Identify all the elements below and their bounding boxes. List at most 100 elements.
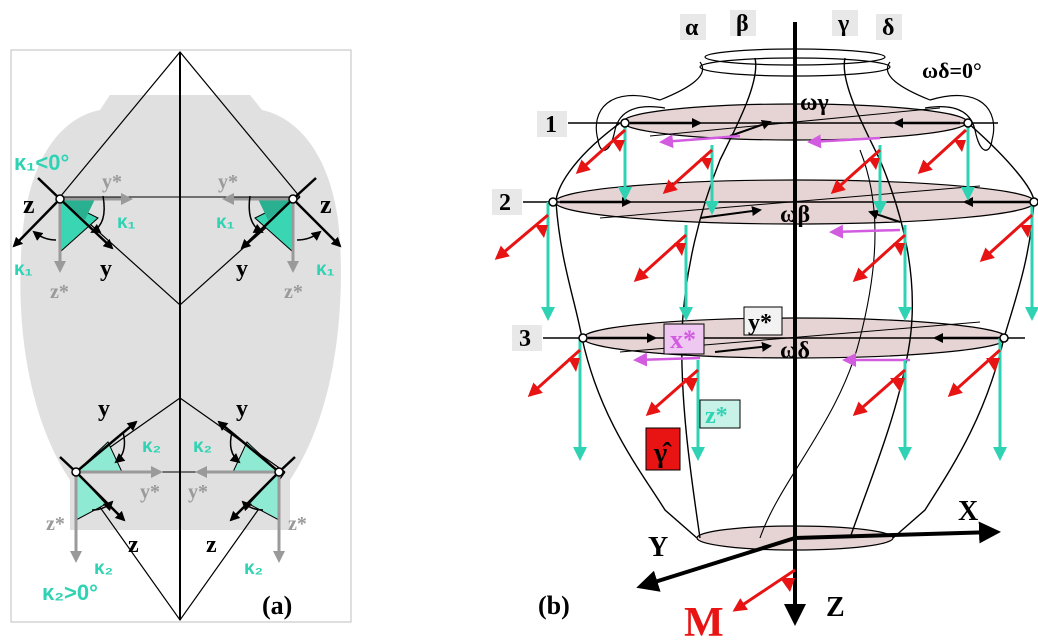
y-axis-bl (75, 420, 138, 473)
kappa2-label-br-outer: κ₂ (244, 558, 263, 579)
red-arrow-5 (494, 213, 549, 260)
z-axis-tl (12, 198, 61, 248)
red-arrow-11 (852, 368, 906, 416)
point-M-label: M (684, 600, 724, 640)
y-label-tr: y (236, 256, 248, 282)
z-label-tr: z (320, 190, 332, 219)
zstar-label-br: z* (288, 513, 307, 535)
red-arrow-6 (633, 233, 688, 283)
red-arrow-3 (830, 148, 881, 194)
xstar-label: x* (670, 325, 696, 354)
red-arrow-4 (917, 128, 968, 175)
z-axis-tl-back (37, 177, 61, 200)
kappa2-label-bl-outer: κ₂ (94, 558, 113, 579)
red-wedge-2 (700, 158, 712, 170)
red-wedge-8 (1020, 225, 1032, 238)
red-wedge-M (780, 578, 795, 592)
z-label-bl: z (128, 532, 139, 558)
omega-delta-label: ωδ (780, 338, 810, 364)
kappa1-label-tr-outer: κ₁ (316, 259, 335, 280)
x-axis-b (794, 521, 1001, 544)
kappa1-arc-tr (248, 195, 264, 233)
red-arrow-7 (852, 233, 907, 283)
red-wedge-12 (986, 358, 1000, 372)
mag-arrow-2a (829, 224, 901, 239)
ystar-label-tr: y* (218, 171, 238, 193)
zstar-label-tr: z* (284, 281, 303, 303)
red-wedge-4 (954, 140, 966, 152)
mag-arrow-3a (633, 352, 701, 367)
profile-alpha (555, 122, 698, 539)
handle-right (924, 94, 995, 151)
z-axis-bl (75, 471, 126, 522)
z-label-br: z (206, 532, 217, 558)
kappa1-wedge-tr-2 (258, 199, 293, 220)
origin-tl (55, 194, 65, 204)
profile-beta (681, 57, 757, 539)
gamma-hat-box (645, 427, 681, 471)
red-wedge-5 (535, 225, 548, 238)
point-3-left (578, 333, 588, 343)
kappa2-label-bl-inner: κ₂ (142, 436, 161, 457)
caption-a: (a) (262, 591, 292, 620)
section-label-2: 2 (499, 190, 511, 216)
red-wedge-11 (890, 378, 905, 392)
kappa1-label-tl-outer: κ₁ (14, 259, 33, 280)
axis-Z-label: Z (826, 592, 845, 623)
frame-top-right (222, 177, 342, 273)
red-arrow-1 (575, 128, 626, 174)
black-arrow-1c (729, 119, 772, 137)
section-label-1: 1 (545, 112, 557, 138)
point-2-right (1029, 197, 1038, 207)
axis-X-label: X (958, 496, 978, 527)
red-arrow-M (732, 568, 796, 612)
profile-box-beta (730, 10, 756, 36)
ystar-label: y* (748, 310, 772, 336)
ystar-label-tl: y* (102, 171, 122, 193)
point-1-left (620, 118, 630, 128)
section-box-3 (512, 325, 542, 351)
ystar-label-br: y* (188, 481, 208, 503)
red-wedge-6 (674, 243, 686, 256)
point-1-right (963, 118, 973, 128)
kappa2-arc-bl-2 (91, 500, 114, 512)
black-arrow-3c (714, 341, 772, 353)
red-wedge-10 (683, 378, 698, 392)
panel-a: κ₁<0° y* y* z z κ₁ κ₁ κ₁ κ₁ y y z* z* y … (10, 49, 352, 623)
y-label-br: y (236, 396, 248, 422)
y-label-bl: y (98, 396, 110, 422)
frame-bottom-left (59, 420, 163, 563)
omega-gamma-label: ωγ (800, 90, 829, 116)
omega-beta-label: ωβ (780, 202, 810, 228)
y-axis-br (217, 420, 280, 473)
red-arrows (494, 128, 1034, 612)
frame-bottom-right (195, 420, 296, 563)
profile-beta-label: β (736, 11, 749, 37)
z-axis-tr (292, 198, 342, 248)
point-2-left (548, 197, 558, 207)
mag-arrow-1b (807, 134, 881, 149)
upper-cone-lines (59, 51, 301, 198)
kappa2-condition: κ₂>0° (42, 580, 98, 605)
red-arrow-8 (979, 213, 1034, 263)
bottom-cone-lines (74, 471, 286, 622)
xstar-box (663, 323, 705, 355)
y-axis-b (636, 536, 796, 592)
kappa1-label-tl-inner: κ₁ (117, 212, 136, 233)
section-box-2 (492, 189, 522, 215)
y-axis-tr (240, 198, 294, 250)
kappa1-label-tr-inner: κ₁ (216, 212, 235, 233)
ystar-box (743, 306, 783, 336)
mag-arrow-1a (659, 134, 741, 149)
y-label-tl: y (100, 256, 112, 282)
profile-box-alpha (680, 14, 706, 40)
zstar-label-bl: z* (46, 513, 65, 535)
profile-delta (892, 122, 1035, 539)
mid-cone-lines (59, 196, 301, 306)
origin-br (274, 467, 284, 477)
neck-right (886, 61, 931, 101)
kappa1-arc-tl (90, 195, 105, 233)
red-wedge-9 (568, 358, 580, 372)
red-arrow-9 (527, 348, 582, 398)
